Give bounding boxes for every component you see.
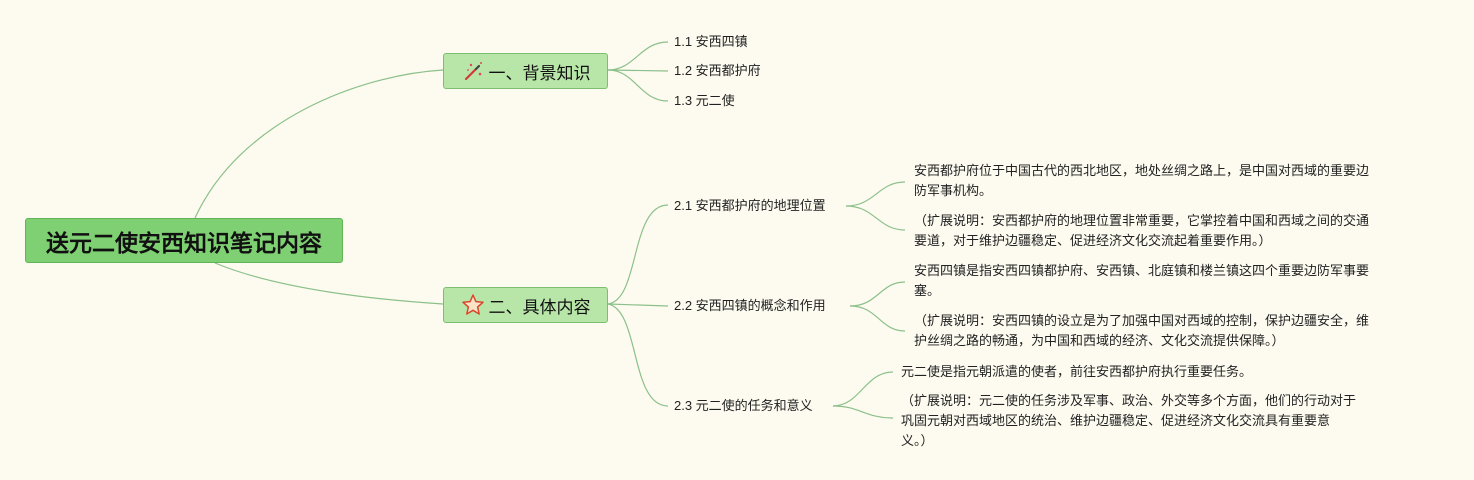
link-22-a [849, 281, 906, 307]
branch-node-content[interactable]: 二、具体内容 [443, 287, 608, 323]
note-text[interactable]: 安西四镇是指安西四镇都护府、安西镇、北庭镇和楼兰镇这四个重要边防军事要 塞。 [914, 263, 1370, 298]
link-22-b [849, 305, 906, 332]
link-23-a [832, 371, 894, 407]
root-label: 送元二使安西知识笔记内容 [46, 229, 322, 256]
note-text[interactable]: （扩展说明：元二使的任务涉及军事、政治、外交等多个方面，他们的行动对于 巩固元朝… [901, 393, 1357, 448]
star-icon [461, 293, 485, 317]
link-21-b [845, 205, 906, 231]
note-text[interactable]: 元二使是指元朝派遣的使者，前往安西都护府执行重要任务。 [901, 364, 1253, 379]
branch-label: 二、具体内容 [488, 297, 591, 317]
link-root-branch2 [214, 262, 444, 305]
sub-node-envoy[interactable]: 2.3 元二使的任务和意义 [674, 398, 813, 413]
leaf-node[interactable]: 1.2 安西都护府 [674, 63, 761, 78]
leaf-node[interactable]: 1.1 安西四镇 [674, 34, 748, 49]
leaf-node[interactable]: 1.3 元二使 [674, 93, 735, 108]
link-b1-3 [607, 69, 669, 102]
link-root-branch1 [194, 69, 444, 219]
link-b1-2 [607, 69, 669, 72]
note-text[interactable]: 安西都护府位于中国古代的西北地区，地处丝绸之路上，是中国对西域的重要边 防军事机… [914, 163, 1370, 198]
link-b2-2 [607, 303, 669, 307]
root-node[interactable]: 送元二使安西知识笔记内容 [25, 218, 343, 263]
link-23-b [832, 405, 894, 419]
link-b2-1 [607, 204, 669, 305]
branch-label: 一、背景知识 [488, 63, 591, 83]
note-text[interactable]: （扩展说明：安西四镇的设立是为了加强中国对西域的控制，保护边疆安全，维 护丝绸之… [914, 313, 1370, 348]
link-b2-3 [607, 303, 669, 407]
branch-node-background[interactable]: 一、背景知识 [443, 53, 608, 89]
note-text[interactable]: （扩展说明：安西都护府的地理位置非常重要，它掌控着中国和西域之间的交通 要道，对… [914, 213, 1370, 248]
sub-node-location[interactable]: 2.1 安西都护府的地理位置 [674, 198, 826, 213]
sub-node-four-garrisons[interactable]: 2.2 安西四镇的概念和作用 [674, 298, 826, 313]
link-21-a [845, 181, 906, 207]
link-b1-1 [607, 41, 669, 71]
magic-wand-icon [461, 59, 485, 83]
